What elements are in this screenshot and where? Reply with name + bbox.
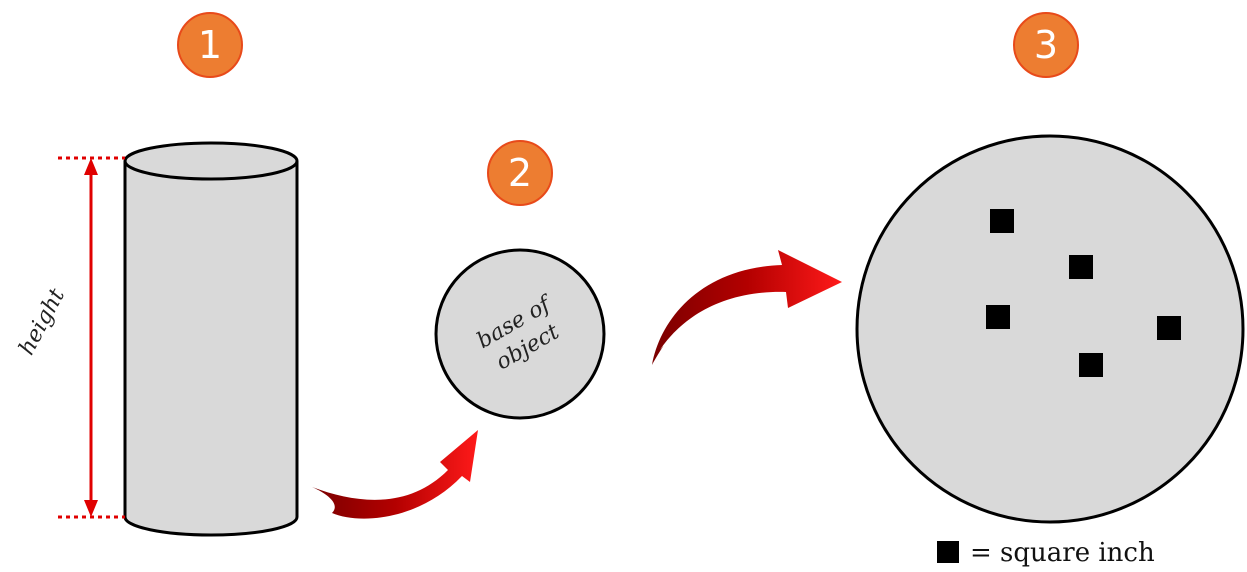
base-of-object: base of object (434, 248, 606, 420)
legend-text: = square inch (970, 538, 1155, 568)
height-label: height (14, 284, 70, 359)
square-inch-2 (1069, 255, 1093, 279)
curved-arrow-1 (312, 430, 478, 519)
large-base-circle (855, 134, 1245, 524)
height-arrow-head-down (84, 500, 98, 517)
step-badge-1: 1 (177, 12, 243, 78)
step-badge-1-number: 1 (198, 23, 222, 67)
square-inch-1 (990, 209, 1014, 233)
step-badge-3: 3 (1013, 12, 1079, 78)
square-inch-5 (1079, 353, 1103, 377)
step-badge-2-number: 2 (508, 151, 532, 195)
grid-view (855, 134, 1245, 524)
step-badge-3-number: 3 (1034, 23, 1058, 67)
curved-arrow-2 (652, 250, 842, 365)
cylinder-top (123, 141, 299, 181)
cylinder-body (123, 161, 299, 537)
square-inch-4 (1157, 316, 1181, 340)
cylinder (123, 141, 299, 537)
base-circle (434, 248, 606, 420)
legend-square (937, 541, 959, 563)
square-inch-3 (986, 305, 1010, 329)
height-measure: height (14, 156, 125, 519)
height-arrow-head-up (84, 158, 98, 175)
legend: = square inch (937, 538, 1155, 568)
step-badge-2: 2 (487, 140, 553, 206)
